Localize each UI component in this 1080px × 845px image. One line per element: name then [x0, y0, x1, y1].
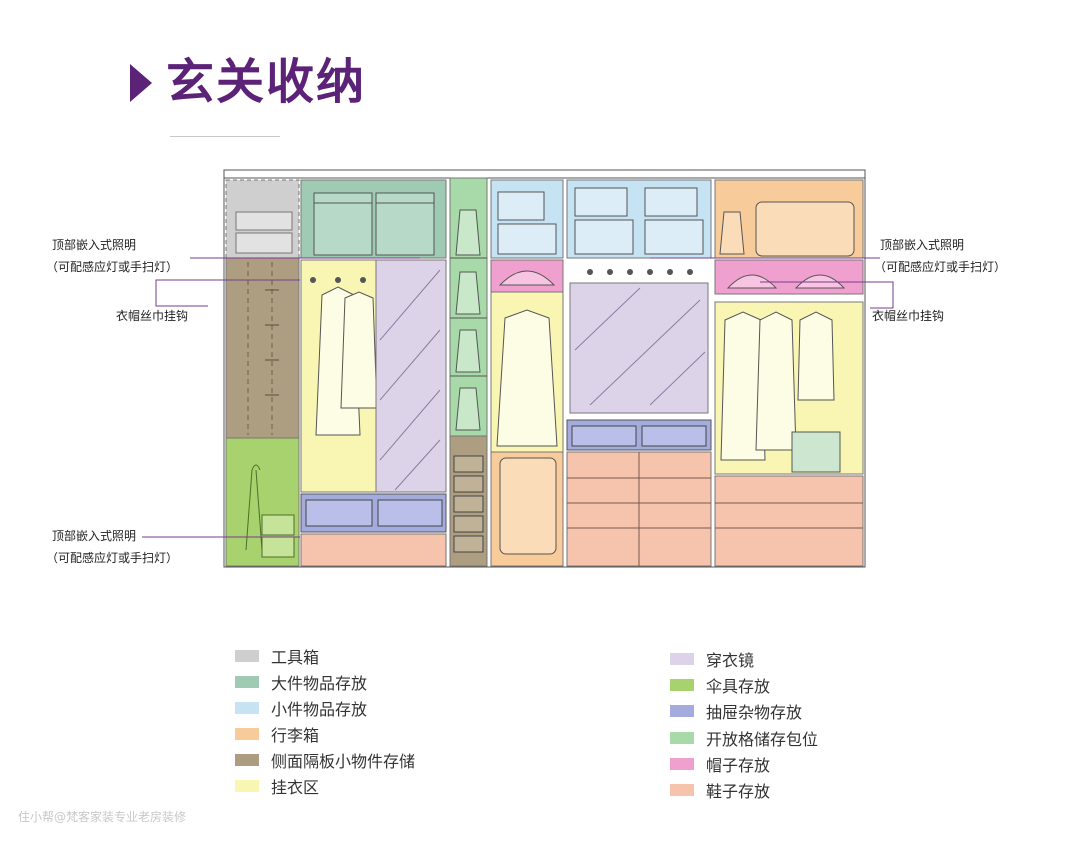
legend-item: 工具箱: [235, 645, 319, 667]
page-title: 玄关收纳: [166, 54, 367, 110]
legend-swatch: [235, 676, 259, 688]
legend-swatch: [670, 653, 694, 665]
column-2: [300, 179, 447, 567]
title-arrow-icon: [130, 64, 152, 102]
mirror-hatch: [379, 269, 441, 491]
callout-top-right-line2: （可配感应灯或手扫灯）: [874, 260, 1007, 274]
coat-icon: [315, 286, 378, 436]
legend-swatch: [670, 758, 694, 770]
legend-item: 开放格储存包位: [670, 727, 818, 749]
legend-label: 挂衣区: [271, 778, 320, 797]
legend-label: 鞋子存放: [706, 782, 771, 801]
zone-mirror-2: [569, 282, 709, 414]
legend-swatch: [235, 702, 259, 714]
hooks-center-icon: [587, 269, 693, 275]
legend-item: 行李箱: [235, 723, 319, 745]
zone-shoes-1: [300, 533, 447, 567]
legend-item: 伞具存放: [670, 674, 770, 696]
dress-icon: [496, 309, 558, 447]
column-4: [490, 179, 564, 567]
legend-swatch: [670, 705, 694, 717]
hooks-left-icon: [310, 277, 366, 283]
legend-swatch: [235, 728, 259, 740]
column-6: [714, 179, 864, 567]
callout-bottom-left-line1: 顶部嵌入式照明: [52, 529, 137, 543]
callout-hook-left: 衣帽丝巾挂钩: [116, 309, 189, 323]
legend-label: 小件物品存放: [271, 700, 368, 719]
legend-item: 穿衣镜: [670, 648, 754, 670]
legend-item: 鞋子存放: [670, 779, 770, 801]
legend-label: 大件物品存放: [271, 674, 368, 693]
zone-mirror-1: [375, 259, 447, 493]
zone-shoes-3: [714, 475, 864, 567]
callout-top-right: 顶部嵌入式照明 （可配感应灯或手扫灯）: [874, 234, 1006, 278]
zone-hat-2: [714, 259, 864, 295]
callout-hook-right: 衣帽丝巾挂钩: [872, 309, 945, 323]
column-1: [225, 179, 300, 567]
legend-item: 大件物品存放: [235, 671, 367, 693]
legend-label: 穿衣镜: [706, 651, 755, 670]
legend-item: 帽子存放: [670, 753, 770, 775]
callout-top-left-line1: 顶部嵌入式照明: [52, 238, 137, 252]
callout-top-right-line1: 顶部嵌入式照明: [880, 238, 965, 252]
callout-top-left: 顶部嵌入式照明 （可配感应灯或手扫灯）: [46, 234, 178, 278]
legend-swatch: [670, 732, 694, 744]
legend-swatch: [235, 650, 259, 662]
hat-icon: [498, 270, 556, 286]
callout-bottom-left-line2: （可配感应灯或手扫灯）: [46, 551, 179, 565]
legend-swatch: [670, 784, 694, 796]
legend-label: 帽子存放: [706, 756, 771, 775]
legend-item: 挂衣区: [235, 775, 319, 797]
cabinet-outer-frame: [223, 169, 866, 568]
legend-swatch: [235, 754, 259, 766]
column-5: [566, 179, 712, 567]
legend-item: 侧面隔板小物件存储: [235, 749, 415, 771]
legend-label: 伞具存放: [706, 677, 771, 696]
legend-swatch: [670, 679, 694, 691]
callout-bottom-left: 顶部嵌入式照明 （可配感应灯或手扫灯）: [46, 525, 178, 569]
luggage-icon: [499, 457, 557, 555]
column-3: [449, 177, 488, 567]
legend-label: 开放格储存包位: [706, 730, 819, 749]
callout-top-left-line2: （可配感应灯或手扫灯）: [46, 260, 179, 274]
legend-item: 抽屉杂物存放: [670, 700, 802, 722]
legend-label: 侧面隔板小物件存储: [271, 752, 416, 771]
title-underline: [170, 136, 280, 137]
watermark: 住小帮@梵客家装专业老房装修: [18, 810, 187, 824]
zone-side-shelves: [225, 257, 300, 439]
legend-label: 行李箱: [271, 726, 320, 745]
legend-label: 抽屉杂物存放: [706, 703, 803, 722]
legend-label: 工具箱: [271, 648, 320, 667]
callout-leaders: [142, 257, 894, 538]
legend-item: 小件物品存放: [235, 697, 367, 719]
legend-swatch: [235, 780, 259, 792]
